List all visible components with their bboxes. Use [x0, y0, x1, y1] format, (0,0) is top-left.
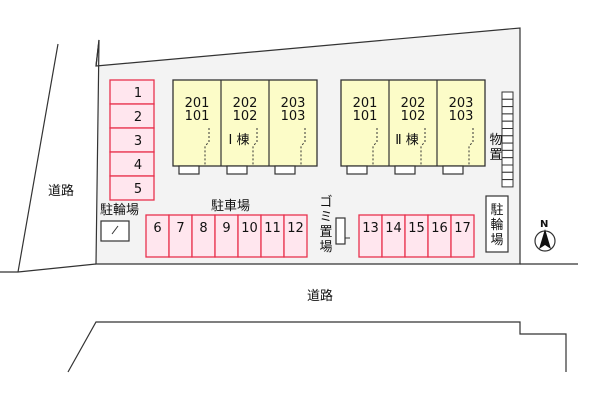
parking-bottom-right-row: 13 14 15 16 17 — [358, 214, 475, 258]
unit-number-upper: 201 — [353, 96, 378, 111]
parking-space-number: 6 — [153, 221, 161, 236]
parking-space-number: 15 — [408, 221, 425, 236]
unit-number-lower: 101 — [353, 109, 378, 124]
storage-unit — [501, 149, 514, 159]
parking-space-number: 7 — [176, 221, 184, 236]
compass-arrow-icon — [539, 229, 551, 249]
parking-space-number: 11 — [264, 221, 281, 236]
right-parking-box — [485, 195, 509, 253]
vertical-label-char: ゴ — [319, 194, 332, 210]
unit-entrance — [442, 165, 464, 175]
unit-entrance — [226, 165, 248, 175]
storage-unit — [501, 142, 514, 151]
unit-entrance — [394, 165, 416, 175]
parking-space-number: 16 — [431, 221, 448, 236]
vertical-label-char: 物 — [489, 133, 502, 148]
vertical-label-char: 輪 — [490, 217, 503, 233]
storage-unit — [501, 98, 514, 108]
unit-number-lower: 103 — [449, 109, 474, 124]
compass-label: N — [540, 219, 548, 230]
bike-parking-mark — [111, 225, 119, 235]
storage-unit — [501, 157, 514, 166]
garbage-box — [335, 217, 346, 245]
unit-number-lower: 103 — [281, 109, 306, 124]
unit-number-upper: 201 — [185, 96, 210, 111]
parking-space-number: 14 — [385, 221, 402, 236]
parking-space-number: 9 — [222, 221, 230, 236]
vertical-label-char: 場 — [490, 233, 503, 248]
bottom-road-lower-edge — [67, 321, 567, 373]
unit-number-upper: 203 — [281, 96, 306, 111]
lot-left-notch — [95, 39, 100, 67]
parking-space — [109, 175, 155, 201]
storage-unit — [501, 135, 514, 144]
vertical-label-char: 場 — [319, 240, 332, 255]
building-name: Ⅰ 棟 — [229, 133, 250, 148]
unit-number-upper: 202 — [233, 96, 258, 111]
unit-stair-line — [204, 128, 210, 166]
vertical-label-char: ミ — [319, 210, 332, 225]
parking-space-number: 1 — [134, 86, 142, 101]
unit-number-upper: 202 — [401, 96, 426, 111]
compass: N — [534, 219, 556, 252]
left-road-label: 道路 — [48, 183, 74, 199]
parking-space-number: 8 — [199, 221, 207, 236]
parking-space-number: 4 — [134, 158, 142, 173]
unit-entrance — [178, 165, 200, 175]
vertical-label-char: 置 — [319, 225, 332, 240]
building-block — [340, 79, 486, 167]
unit-number-lower: 102 — [401, 109, 426, 124]
unit-stair-line — [252, 128, 258, 166]
unit-number-upper: 203 — [449, 96, 474, 111]
parking-space-number: 5 — [134, 182, 142, 197]
storage-unit — [501, 120, 514, 129]
bike-parking-box — [100, 220, 130, 242]
parking-space — [450, 214, 475, 258]
unit-stair-line — [300, 128, 306, 166]
vertical-label-char: 置 — [489, 148, 502, 163]
parking-space-number: 10 — [241, 221, 258, 236]
building-name: Ⅱ 棟 — [395, 133, 419, 148]
right-parking-label: 駐輪場 — [490, 203, 503, 248]
unit-number-lower: 102 — [233, 109, 258, 124]
parking-space-number: 2 — [134, 110, 142, 125]
parking-space-number: 12 — [287, 221, 304, 236]
storage-stack — [501, 91, 514, 188]
parking-space — [283, 214, 308, 258]
storage-unit — [501, 113, 514, 122]
storage-unit — [501, 91, 514, 100]
parking-space-number: 17 — [454, 221, 471, 236]
unit-entrance — [274, 165, 296, 175]
storage-unit — [501, 106, 514, 115]
unit-entrance — [346, 165, 368, 175]
vertical-label-char: 駐 — [490, 203, 503, 218]
parking-space — [109, 79, 155, 105]
parking-space — [109, 151, 155, 177]
unit-stair-line — [372, 128, 378, 166]
unit-number-lower: 101 — [185, 109, 210, 124]
parking-space-number: 3 — [134, 134, 142, 149]
storage-label: 物置 — [489, 133, 502, 163]
parking-space-number: 13 — [362, 221, 379, 236]
parking-space — [109, 127, 155, 153]
parking-title: 駐車場 — [211, 199, 250, 214]
parking-space — [109, 103, 155, 129]
storage-unit — [501, 128, 514, 137]
storage-unit — [501, 171, 514, 181]
bottom-road-upper-edge — [17, 263, 578, 273]
bottom-road-label: 道路 — [307, 288, 333, 304]
storage-unit — [501, 179, 514, 188]
storage-unit — [501, 164, 514, 173]
parking-left-column: 1 2 3 4 5 — [109, 79, 155, 201]
unit-stair-line — [420, 128, 426, 166]
left-road-edge — [0, 43, 59, 273]
unit-stair-line — [468, 128, 474, 166]
bike-parking-label: 駐輪場 — [100, 202, 139, 218]
